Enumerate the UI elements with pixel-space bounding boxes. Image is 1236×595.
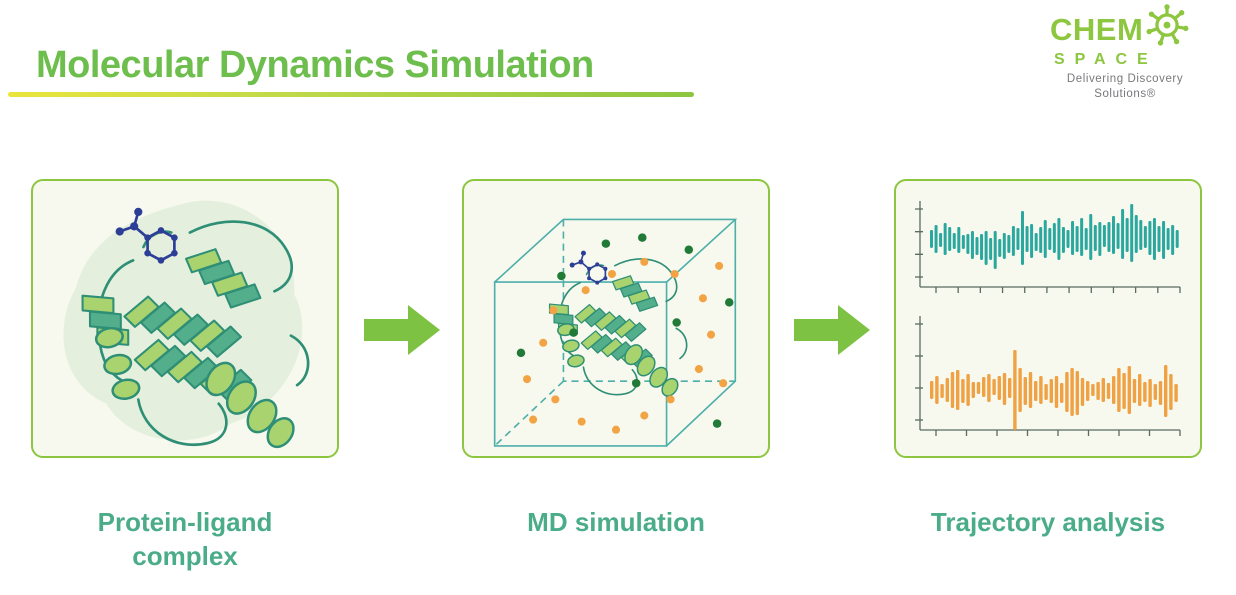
title-underline (8, 92, 694, 97)
step-label-md-simulation: MD simulation (527, 507, 705, 537)
solvent-dots-green (516, 233, 734, 428)
protein-in-solvent-box-illustration (493, 218, 738, 447)
chemspace-logo: CHEM SPACE Delivering Discovery Solution… (1050, 4, 1206, 102)
logo-space-text: SPACE (1054, 51, 1158, 68)
solvent-dots-orange (522, 257, 728, 434)
right-arrow-icon (364, 303, 442, 357)
panel-md-simulation (462, 179, 770, 458)
step-label-protein-ligand-complex: Protein-ligand complex (97, 507, 273, 571)
logo-chem-text: CHEM (1050, 11, 1144, 47)
panel-trajectory-analysis (894, 179, 1202, 458)
protein-ligand-ribbon-illustration (63, 200, 337, 456)
panel-protein-ligand-complex (31, 179, 339, 458)
logo-tagline-line1: Delivering Discovery (1066, 73, 1184, 85)
right-arrow-icon (794, 303, 872, 357)
trajectory-chart-bottom (912, 312, 1184, 445)
step-label-trajectory-analysis: Trajectory analysis (930, 507, 1166, 537)
logo-tagline-line2: Solutions® (1094, 87, 1156, 100)
molecule-icon (1146, 4, 1189, 46)
page-title: Molecular Dynamics Simulation (36, 44, 594, 86)
trajectory-chart-top (912, 197, 1184, 302)
logo-tagline: Delivering Discovery Solutions® (1050, 72, 1200, 102)
